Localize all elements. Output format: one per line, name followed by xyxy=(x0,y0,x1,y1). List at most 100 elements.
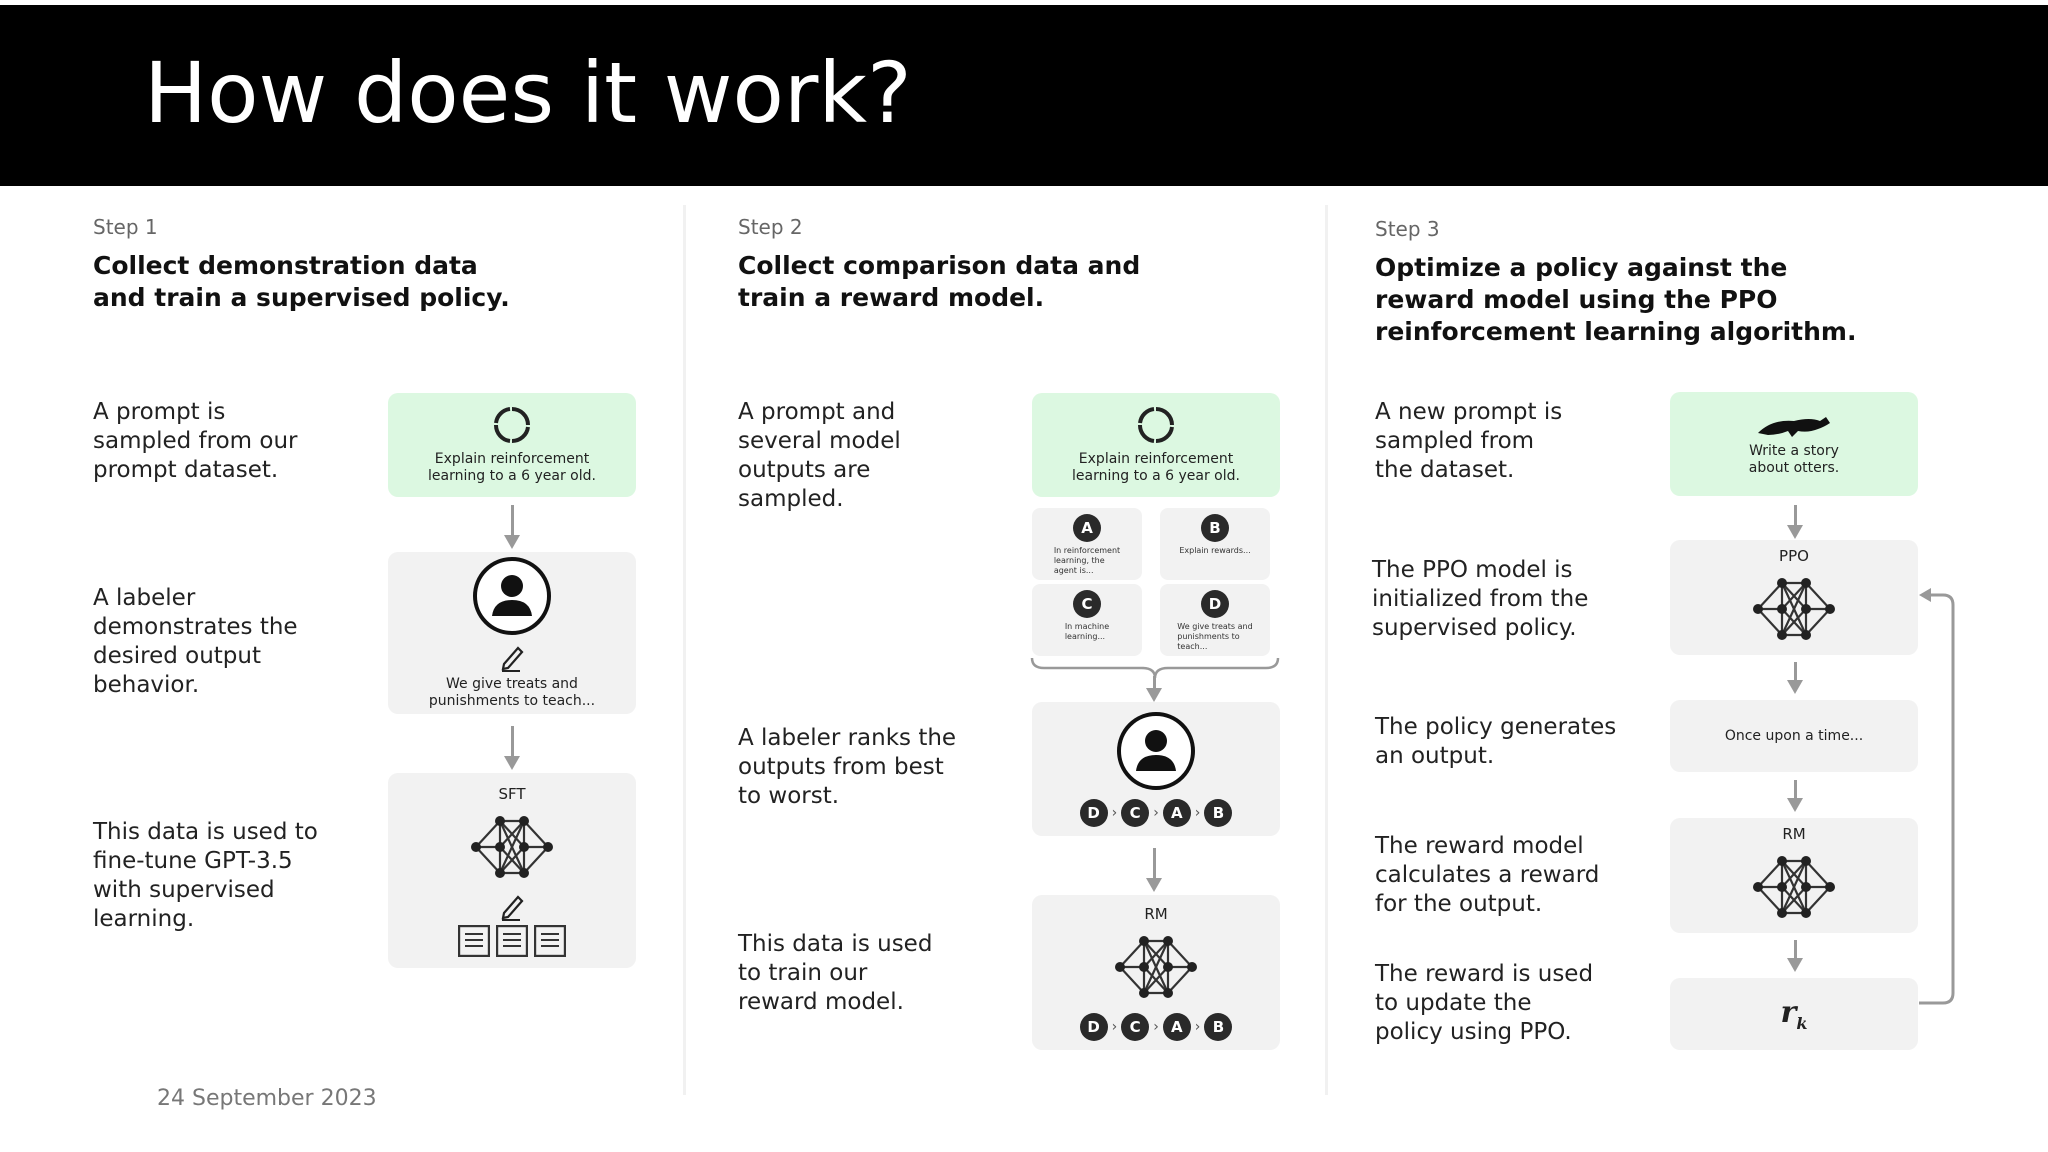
heading-line: Collect demonstration data xyxy=(93,251,478,280)
desc-line: This data is used xyxy=(738,931,933,957)
step2-heading: Collect comparison data and train a rewa… xyxy=(738,250,1140,314)
desc-line: demonstrates the xyxy=(93,614,298,640)
neural-network-icon xyxy=(1751,854,1837,919)
text-line: punishments to teach... xyxy=(428,693,596,709)
ranking-row: D› C› A› B xyxy=(1079,799,1233,827)
slide-date: 24 September 2023 xyxy=(157,1086,377,1111)
flow-arrow xyxy=(504,505,520,549)
column-divider xyxy=(683,205,686,1095)
desc-line: with supervised xyxy=(93,877,275,903)
desc-line: an output. xyxy=(1375,743,1495,769)
step2-desc2: A labeler ranks the outputs from best to… xyxy=(738,724,956,811)
desc-line: reward model. xyxy=(738,989,904,1015)
desc-line: for the output. xyxy=(1375,891,1543,917)
step1-label: Step 1 xyxy=(93,215,158,239)
desc-line: outputs from best xyxy=(738,754,944,780)
heading-line: Collect comparison data and xyxy=(738,251,1141,280)
output-card-b: B Explain rewards... xyxy=(1160,508,1270,580)
neural-network-icon xyxy=(1751,576,1837,641)
refresh-circle-icon xyxy=(493,407,530,444)
desc-line: behavior. xyxy=(93,672,200,698)
reward-subscript: k xyxy=(1796,1014,1808,1033)
step3-desc4: The reward model calculates a reward for… xyxy=(1375,832,1599,919)
desc-line: to train our xyxy=(738,960,868,986)
desc-line: A labeler ranks the xyxy=(738,725,957,751)
text-line: We give treats and xyxy=(446,676,578,692)
text-line: learning to a 6 year old. xyxy=(428,468,596,484)
desc-line: sampled from xyxy=(1375,428,1535,454)
output-letter: A xyxy=(1073,514,1101,542)
document-icon xyxy=(458,924,490,957)
flow-arrow xyxy=(1787,662,1803,694)
desc-line: A new prompt is xyxy=(1375,399,1563,425)
rank-letter: D xyxy=(1079,1012,1108,1041)
neural-network-icon xyxy=(1113,934,1199,999)
rank-letter: B xyxy=(1204,1012,1233,1041)
heading-line: reinforcement learning algorithm. xyxy=(1375,317,1857,346)
step3-desc5: The reward is used to update the policy … xyxy=(1375,960,1593,1047)
text-line: learning, the xyxy=(1053,556,1105,565)
output-text: Explain rewards... xyxy=(1179,546,1250,556)
text-line: Explain reinforcement xyxy=(434,451,590,467)
desc-line: the dataset. xyxy=(1375,457,1515,483)
output-card-c: C In machine learning... xyxy=(1032,584,1142,656)
step1-desc2: A labeler demonstrates the desired outpu… xyxy=(93,584,298,700)
desc-line: policy using PPO. xyxy=(1375,1019,1572,1045)
labeler-box: We give treats and punishments to teach.… xyxy=(388,552,636,714)
desc-line: prompt dataset. xyxy=(93,457,279,483)
rank-separator: › xyxy=(1153,805,1159,821)
output-text: We give treats and punishments to teach.… xyxy=(1177,622,1252,652)
sft-label: SFT xyxy=(498,784,526,803)
policy-output-box: Once upon a time... xyxy=(1670,700,1918,772)
prompt-box: Write a story about otters. xyxy=(1670,392,1918,496)
text-line: punishments to xyxy=(1177,632,1240,641)
step3-desc2: The PPO model is initialized from the su… xyxy=(1372,556,1588,643)
output-card-d: D We give treats and punishments to teac… xyxy=(1160,584,1270,656)
text-line: Write a story xyxy=(1749,443,1839,459)
heading-line: and train a supervised policy. xyxy=(93,283,510,312)
person-avatar-icon xyxy=(1117,712,1195,790)
prompt-text: Explain reinforcement learning to a 6 ye… xyxy=(1072,451,1240,485)
prompt-text: Write a story about otters. xyxy=(1749,443,1840,477)
text-line: about otters. xyxy=(1748,460,1840,476)
step1-desc3: This data is used to fine-tune GPT-3.5 w… xyxy=(93,818,318,934)
demonstration-text: We give treats and punishments to teach.… xyxy=(429,676,595,710)
desc-line: to update the xyxy=(1375,990,1532,1016)
output-text: In machine learning... xyxy=(1065,622,1109,642)
title-bar: How does it work? xyxy=(0,5,2048,186)
step3-label: Step 3 xyxy=(1375,217,1440,241)
rank-separator: › xyxy=(1111,805,1118,821)
rank-letter: B xyxy=(1204,799,1233,827)
desc-line: learning. xyxy=(93,906,195,932)
documents-icon xyxy=(458,924,566,957)
output-text: In reinforcement learning, the agent is.… xyxy=(1054,546,1120,576)
text-line: agent is... xyxy=(1053,566,1094,575)
desc-line: sampled from our xyxy=(93,428,298,454)
neural-network-icon xyxy=(469,814,555,879)
desc-line: fine-tune GPT-3.5 xyxy=(93,848,293,874)
desc-line: A prompt and xyxy=(738,399,896,425)
output-card-a: A In reinforcement learning, the agent i… xyxy=(1032,508,1142,580)
column-divider xyxy=(1325,205,1328,1095)
output-text: Once upon a time... xyxy=(1724,727,1864,744)
text-line: teach... xyxy=(1177,642,1208,651)
reward-box: rk xyxy=(1670,978,1918,1050)
ppo-model-box: PPO xyxy=(1670,540,1918,655)
page-title: How does it work? xyxy=(144,44,912,142)
rank-letter: A xyxy=(1162,1012,1191,1041)
text-line: learning... xyxy=(1064,632,1106,641)
desc-line: several model xyxy=(738,428,901,454)
rank-letter: D xyxy=(1079,799,1108,827)
text-line: We give treats and xyxy=(1177,622,1253,631)
reward-symbol: rk xyxy=(1781,995,1808,1033)
flow-arrow xyxy=(1787,940,1803,972)
desc-line: desired output xyxy=(93,643,261,669)
heading-line: reward model using the PPO xyxy=(1375,285,1778,314)
refresh-circle-icon xyxy=(1137,407,1174,444)
rank-separator: › xyxy=(1194,805,1201,821)
heading-line: Optimize a policy against the xyxy=(1375,253,1788,282)
pencil-icon xyxy=(500,646,524,672)
rank-separator: › xyxy=(1111,1018,1118,1035)
reward-letter: r xyxy=(1780,995,1797,1030)
flow-arrow xyxy=(1146,848,1162,892)
